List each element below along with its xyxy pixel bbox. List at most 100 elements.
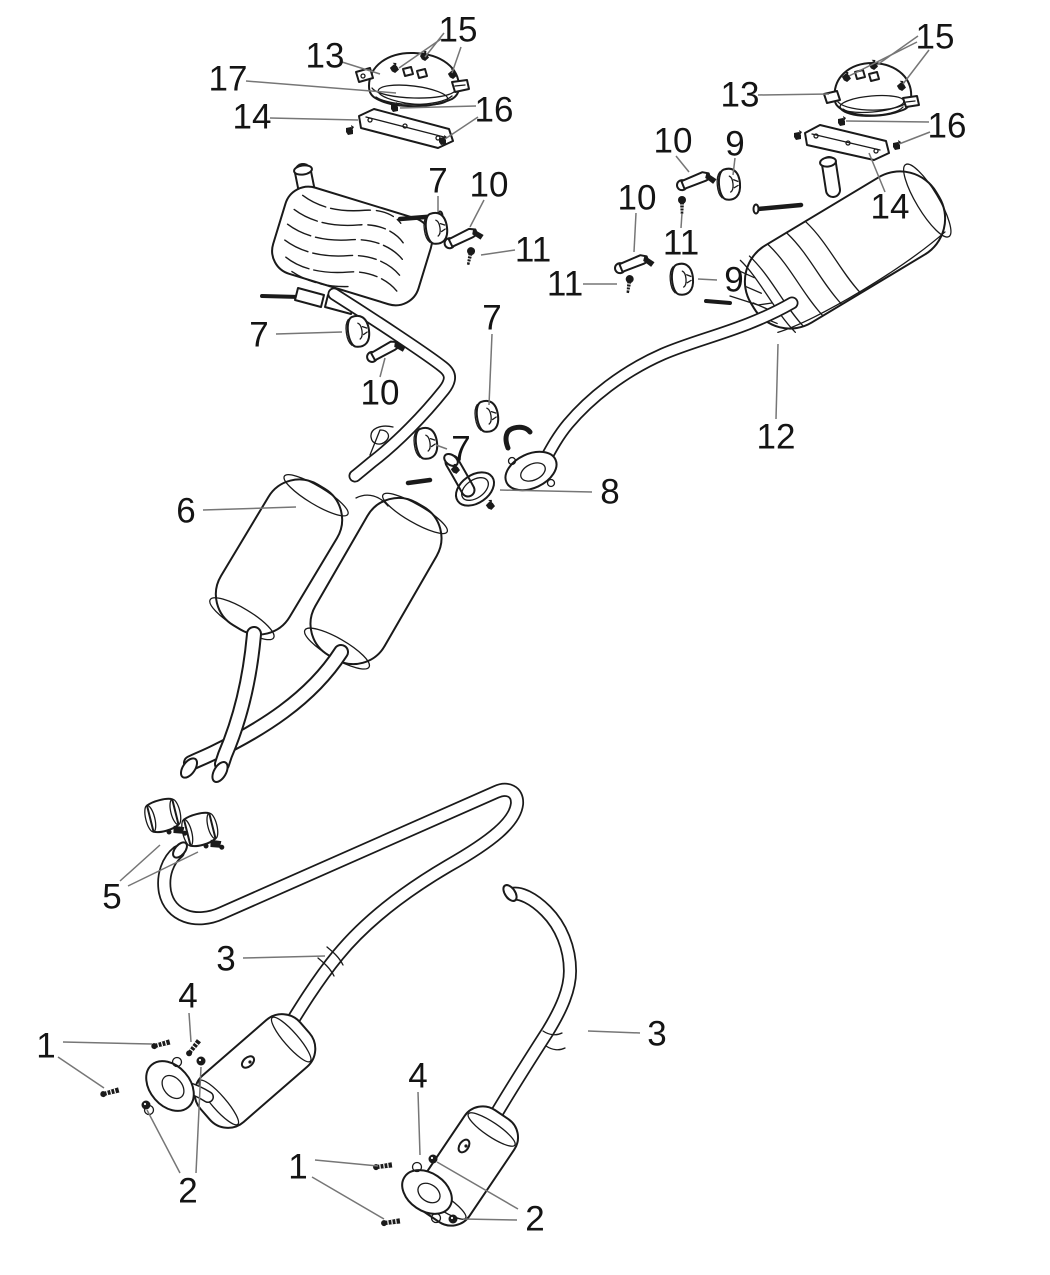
leader-line-14-right	[868, 152, 886, 193]
callout-1-left: 1	[36, 1027, 55, 1066]
leader-line-17-left	[245, 80, 397, 94]
muffler-outlet-pipe-12	[503, 296, 799, 492]
callout-7-mid: 7	[482, 299, 501, 338]
leader-line-2-left	[195, 1066, 202, 1174]
callout-16-right: 16	[928, 107, 967, 146]
callout-1-mid: 1	[288, 1148, 307, 1187]
leader-line-1-mid	[314, 1159, 379, 1167]
cat-flange	[401, 1169, 453, 1215]
leader-line-2-mid	[436, 1161, 519, 1210]
leader-line-3-left	[242, 955, 326, 959]
callout-14-right: 14	[871, 188, 910, 227]
center-muffler	[180, 453, 497, 783]
leader-line-10-upper-right	[675, 155, 690, 173]
leader-line-12	[775, 343, 779, 420]
leader-line-11-upper-right	[680, 212, 683, 229]
leader-line-15-left	[451, 46, 462, 74]
callout-10-top: 10	[470, 166, 509, 205]
callout-8: 8	[600, 473, 619, 512]
leader-line-13-left	[341, 61, 381, 75]
leader-line-15-right	[848, 41, 918, 77]
leader-line-10-top	[469, 199, 485, 228]
callout-7-top: 7	[428, 162, 447, 201]
leader-line-4-mid	[417, 1091, 421, 1156]
pipe-flange	[504, 450, 558, 492]
isolator-9	[667, 261, 696, 297]
callout-15-right: 15	[916, 18, 955, 57]
callout-10-mid-right: 10	[618, 179, 657, 218]
callout-2-mid: 2	[525, 1200, 544, 1239]
leader-line-3-right	[587, 1030, 641, 1034]
flange-nut-2	[196, 1056, 206, 1066]
leader-line-5	[127, 851, 199, 887]
leader-line-16-left	[399, 105, 477, 109]
leader-line-15-right	[876, 35, 919, 66]
callout-12: 12	[757, 418, 796, 457]
rear-muffler-left	[260, 163, 444, 315]
leader-line-1-mid	[311, 1176, 385, 1220]
catalytic-converter-left	[98, 1013, 317, 1129]
callout-11-upper-right: 11	[663, 224, 699, 263]
leader-line-2-mid	[462, 1218, 518, 1221]
callout-15-left: 15	[439, 11, 478, 50]
leader-line-10-left	[379, 357, 386, 378]
leader-line-5	[119, 844, 161, 882]
callout-4-mid: 4	[408, 1057, 427, 1096]
flange-nut-2	[448, 1214, 458, 1224]
callout-10-left: 10	[361, 374, 400, 413]
tip-bracket-14	[358, 108, 454, 149]
callout-4-left: 4	[178, 977, 197, 1016]
leader-line-6	[202, 506, 297, 511]
leader-line-7-mid	[488, 333, 493, 406]
callout-3-left: 3	[216, 940, 235, 979]
leader-line-7-lower	[435, 444, 448, 450]
callout-9-upper: 9	[725, 125, 744, 164]
callout-7-lower: 7	[451, 430, 470, 469]
leader-line-9-upper	[732, 157, 736, 176]
leader-line-16-left	[444, 116, 479, 140]
leader-line-16-right	[898, 131, 931, 145]
callout-5: 5	[102, 878, 121, 917]
intermediate-pipe-left	[327, 287, 456, 483]
front-pipe-right	[485, 884, 577, 1128]
callout-13-left: 13	[306, 37, 345, 76]
leader-line-4-left	[188, 1012, 192, 1043]
callout-11-mid-left: 11	[547, 265, 583, 304]
v-band-clamp-8	[455, 471, 495, 507]
leader-line-11-top	[480, 249, 516, 256]
callout-16-left: 16	[475, 91, 514, 130]
callout-2-left: 2	[178, 1172, 197, 1211]
callout-13-right: 13	[721, 76, 760, 115]
flange-nut-2	[428, 1154, 438, 1164]
catalytic-converter-center	[372, 1105, 520, 1228]
leader-line-10-mid-right	[633, 212, 637, 253]
leader-line-15-left	[424, 32, 445, 58]
rear-muffler-right	[704, 156, 952, 334]
tailpipe-tip-assembly-right	[794, 58, 920, 161]
isolator-9	[714, 166, 743, 202]
callout-7-left: 7	[249, 316, 268, 355]
leader-line-15-right	[902, 49, 930, 85]
callout-14-left: 14	[233, 98, 272, 137]
leader-line-16-right	[845, 120, 930, 123]
leader-line-7-left	[275, 331, 343, 335]
leader-line-1-left	[57, 1056, 105, 1089]
callout-6: 6	[176, 492, 195, 531]
leader-line-9-lower	[697, 278, 718, 281]
callout-11-top: 11	[515, 231, 551, 270]
leader-line-1-left	[62, 1041, 153, 1045]
leader-line-15-left	[398, 38, 442, 69]
leader-line-8	[499, 489, 593, 493]
front-pipe-left	[157, 782, 524, 1053]
leader-line-14-left	[269, 117, 359, 121]
cat-flange	[145, 1060, 195, 1112]
callout-9-lower: 9	[724, 261, 743, 300]
leader-line-13-right	[757, 93, 830, 96]
callout-3-right: 3	[647, 1015, 666, 1054]
callout-17-left: 17	[209, 60, 248, 99]
flange-nut-2	[141, 1100, 151, 1110]
callout-10-upper-right: 10	[654, 122, 693, 161]
